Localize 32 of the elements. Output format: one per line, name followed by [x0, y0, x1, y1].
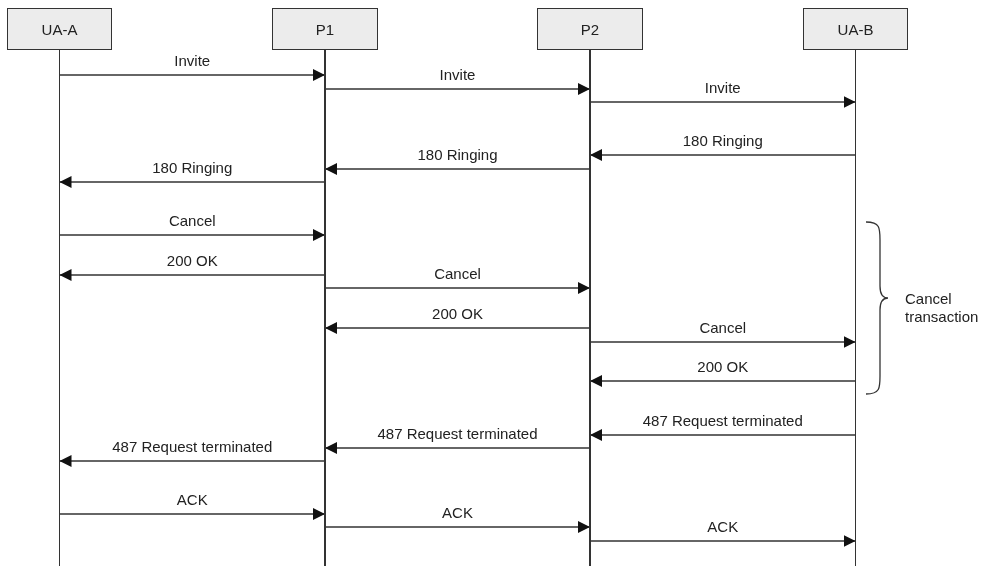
message-arrow	[324, 442, 591, 454]
participant-box: UA-A	[7, 8, 112, 50]
edge-label: 180 Ringing	[150, 159, 235, 176]
message-arrow	[324, 163, 591, 175]
message-arrow	[324, 282, 591, 294]
edge-label: Invite	[437, 66, 478, 83]
message-arrow	[58, 176, 326, 188]
message-arrow	[589, 336, 857, 348]
message-arrow	[324, 521, 591, 533]
message-arrow	[324, 322, 591, 334]
message-arrow	[58, 508, 326, 520]
message-arrow	[58, 455, 326, 467]
message-arrow	[589, 96, 857, 108]
participant-box: UA-B	[803, 8, 908, 50]
edge-label: 180 Ringing	[415, 146, 500, 163]
edge-label: Invite	[172, 52, 213, 69]
edge-label: 487 Request terminated	[110, 438, 275, 455]
edge-label: 180 Ringing	[680, 132, 765, 149]
edge-label: Cancel	[166, 212, 218, 229]
edge-label: Cancel	[697, 319, 749, 336]
message-arrow	[324, 83, 591, 95]
message-arrow	[589, 375, 857, 387]
message-arrow	[58, 229, 326, 241]
participant-box: P2	[537, 8, 643, 50]
note-text: Cancel transaction	[905, 290, 980, 326]
edge-label: Cancel	[432, 265, 483, 282]
message-arrow	[589, 535, 857, 547]
message-arrow	[589, 429, 857, 441]
message-arrow	[589, 149, 857, 161]
message-arrow	[58, 69, 326, 81]
message-arrow	[58, 269, 326, 281]
participant-box: P1	[272, 8, 378, 50]
